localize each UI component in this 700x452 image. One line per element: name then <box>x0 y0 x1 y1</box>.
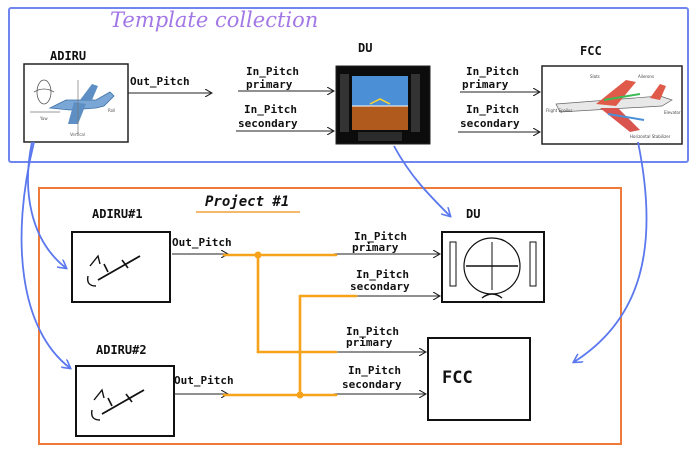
adiru2-out-label: Out_Pitch <box>174 374 234 387</box>
svg-text:Ailerons: Ailerons <box>638 74 654 79</box>
project-title: Project #1 <box>205 194 289 210</box>
adiru2-label: ADIRU#2 <box>96 343 147 357</box>
project-fcc-box-label: FCC <box>442 368 473 388</box>
template-collection-frame <box>8 7 689 163</box>
project-fcc-box <box>427 337 531 421</box>
template-fcc-in1-name: In_Pitch <box>466 65 519 78</box>
template-adiru-out-label: Out_Pitch <box>130 75 190 88</box>
wire-junction-2 <box>296 391 304 399</box>
template-fcc-in2-name: In_Pitch <box>466 103 519 116</box>
template-du-in2-name: In_Pitch <box>244 103 297 116</box>
svg-text:Flight Spoiler: Flight Spoiler <box>546 108 573 113</box>
template-adiru-image: Yaw Vertical Roll <box>23 63 129 143</box>
template-collection-title: Template collection <box>110 8 318 32</box>
svg-text:Vertical: Vertical <box>70 132 85 137</box>
svg-text:Horizontal Stabilizer: Horizontal Stabilizer <box>630 134 671 139</box>
template-du-label: DU <box>358 41 372 55</box>
template-fcc-in1-sub: primary <box>462 78 509 91</box>
svg-text:Slats: Slats <box>590 74 600 79</box>
wire-junction-1 <box>254 251 262 259</box>
project-fcc-in2-sub: secondary <box>342 378 402 391</box>
template-adiru-label: ADIRU <box>50 49 86 63</box>
project-du-in2-sub: secondary <box>350 280 410 293</box>
template-fcc-image: Slats Ailerons Flight Spoiler Horizontal… <box>541 65 683 145</box>
svg-text:Elevator: Elevator <box>664 110 681 115</box>
svg-text:Roll: Roll <box>108 108 115 113</box>
adiru1-out-label: Out_Pitch <box>172 236 232 249</box>
template-fcc-in2-sub: secondary <box>460 117 520 130</box>
template-du-in1-name: In_Pitch <box>246 65 299 78</box>
adiru1-box <box>71 231 171 303</box>
adiru1-label: ADIRU#1 <box>92 207 143 221</box>
project-fcc-in1-sub: primary <box>346 336 393 349</box>
project-black-wires <box>172 254 440 394</box>
project-fcc-in1-name: In_Pitch <box>346 325 399 338</box>
project-du-in1-name: In_Pitch <box>354 230 407 243</box>
project-du-label: DU <box>466 207 480 221</box>
template-du-in2-sub: secondary <box>238 117 298 130</box>
adiru2-box <box>75 365 175 437</box>
project-fcc-in2-name: In_Pitch <box>348 364 401 377</box>
instantiation-arrows <box>20 141 648 368</box>
svg-text:Yaw: Yaw <box>39 116 48 121</box>
project-orange-wires <box>222 253 358 397</box>
template-fcc-label: FCC <box>580 44 602 58</box>
template-du-in1-sub: primary <box>246 78 293 91</box>
project-du-in1-sub: primary <box>352 241 399 254</box>
project-du-box <box>441 231 545 303</box>
project-du-in2-name: In_Pitch <box>356 268 409 281</box>
template-du-image <box>335 65 431 145</box>
